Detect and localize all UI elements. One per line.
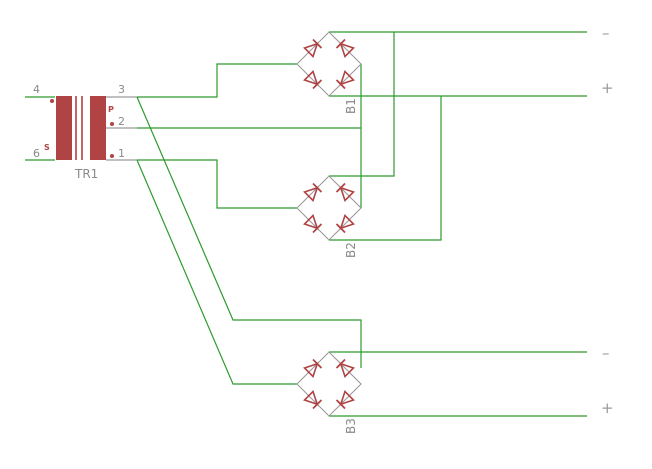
- primary-mark: P: [108, 105, 114, 114]
- wires: [25, 31, 587, 417]
- diode-icon: [335, 358, 355, 378]
- net-b2-minus: [329, 32, 395, 177]
- diode-icon: [303, 390, 323, 410]
- bridge-outline: [296, 175, 362, 241]
- polarity-dot-pin1: [110, 154, 114, 158]
- pin-label-6: 6: [33, 147, 40, 160]
- pin-label-4: 4: [33, 83, 40, 96]
- diode-icon: [303, 358, 323, 378]
- bridge-outline: [296, 31, 362, 97]
- diode-icon: [303, 38, 323, 58]
- transformer-primary-core: [90, 96, 106, 160]
- bridge-2: B2: [296, 175, 362, 258]
- diode-icon: [303, 214, 323, 234]
- output-sign-b1-minus: –: [602, 24, 610, 42]
- bridge-ref: B3: [344, 418, 358, 434]
- pin-label-1: 1: [118, 147, 125, 160]
- output-sign-b3-plus: +: [601, 399, 614, 417]
- diode-icon: [335, 38, 355, 58]
- output-sign-b1-plus: +: [601, 79, 614, 97]
- net-pin3-b1: [137, 63, 297, 98]
- net-pin3-b3: [136, 96, 362, 368]
- bridge-outline: [296, 351, 362, 417]
- diode-icon: [335, 214, 355, 234]
- pin-label-3: 3: [118, 83, 125, 96]
- diode-icon: [335, 70, 355, 90]
- diode-icon: [335, 182, 355, 202]
- diode-icon: [303, 182, 323, 202]
- transformer-secondary-core: [56, 96, 72, 160]
- transformer-ref: TR1: [74, 167, 98, 181]
- bridge-ref: B1: [344, 98, 358, 114]
- output-sign-b3-minus: –: [602, 344, 610, 362]
- net-pin1-b3: [136, 159, 297, 385]
- polarity-dot-secondary: [50, 99, 54, 103]
- net-b2-plus: [329, 96, 442, 241]
- transformer-tr1: 4 6 3 2 1 P S TR1: [33, 83, 137, 181]
- bridge-1: B1: [296, 31, 362, 114]
- output-signs: – + – +: [601, 24, 614, 417]
- bridge-ref: B2: [344, 242, 358, 258]
- diode-icon: [303, 70, 323, 90]
- polarity-dot-pin2: [110, 122, 114, 126]
- net-pin1-b2: [137, 159, 297, 209]
- secondary-mark: S: [44, 143, 50, 152]
- pin-label-2: 2: [118, 115, 125, 128]
- diode-icon: [335, 390, 355, 410]
- bridge-3: B3: [296, 351, 362, 434]
